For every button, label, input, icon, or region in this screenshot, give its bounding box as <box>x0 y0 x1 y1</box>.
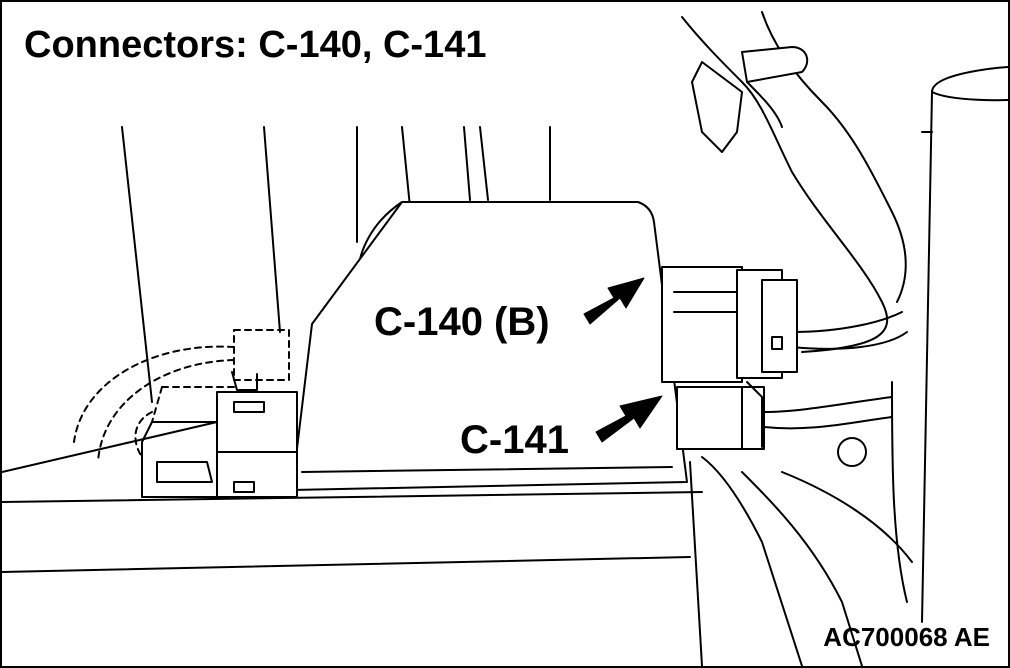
diagram-title: Connectors: C-140, C-141 <box>24 24 487 66</box>
arrow-c140 <box>583 277 645 325</box>
callout-c141-label: C-141 <box>460 418 569 462</box>
figure-code: AC700068 AE <box>823 622 990 652</box>
pillar <box>921 66 1008 623</box>
connector-c140 <box>661 266 798 383</box>
floor-panel <box>2 381 913 666</box>
left-connectors <box>73 329 298 498</box>
callout-arrows <box>583 277 663 443</box>
grommet <box>837 437 867 467</box>
callout-c140-label: C-140 (B) <box>374 300 550 344</box>
harness-routing <box>681 11 908 353</box>
arrow-c141 <box>595 395 663 443</box>
background-lines <box>121 126 551 403</box>
connector-c141 <box>676 381 893 450</box>
